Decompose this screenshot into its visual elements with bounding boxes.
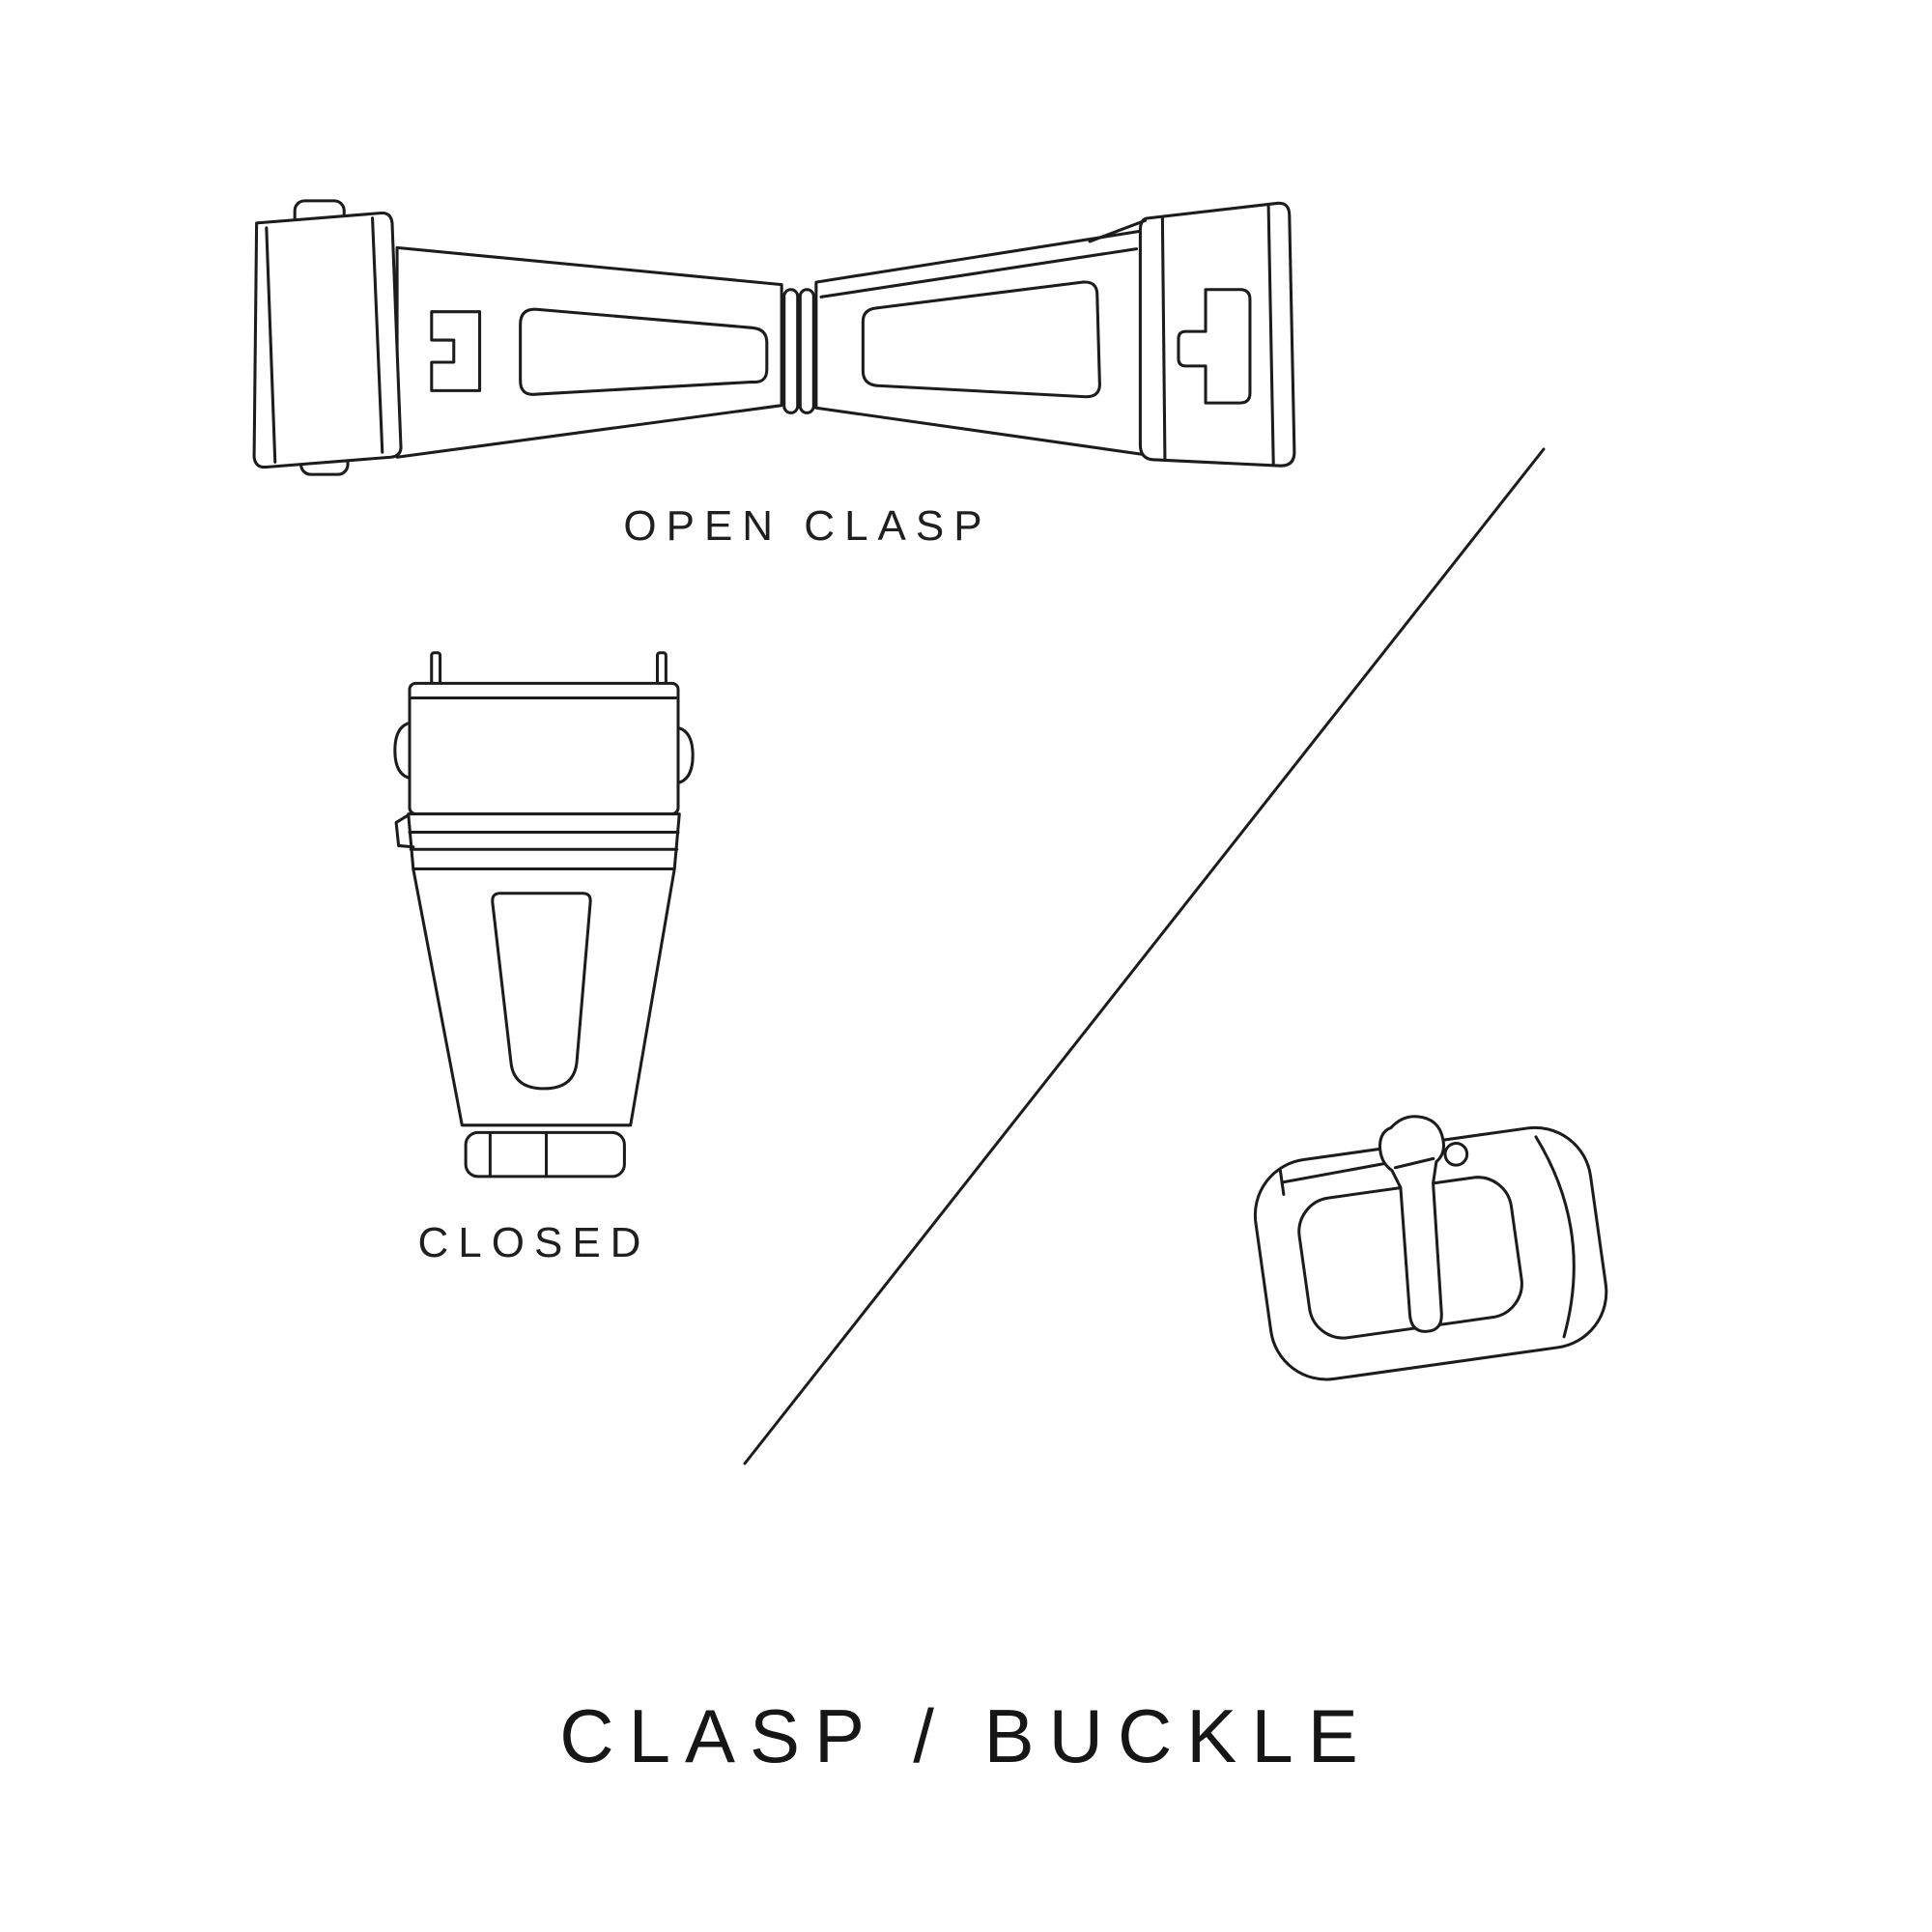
buckle-illustration bbox=[1253, 1115, 1608, 1381]
page-title: CLASP / BUCKLE bbox=[559, 1693, 1373, 1778]
open-clasp-right-hook bbox=[1177, 288, 1252, 405]
closed-clasp-top-box bbox=[408, 681, 680, 816]
open-clasp-label: OPEN CLASP bbox=[623, 502, 992, 550]
open-clasp-left-hook bbox=[430, 310, 482, 392]
closed-clasp-label: CLOSED bbox=[417, 1219, 651, 1266]
open-clasp-hinge bbox=[782, 288, 800, 414]
closed-clasp-body bbox=[412, 867, 676, 1127]
buckle-prong bbox=[1378, 1115, 1445, 1333]
open-clasp-right-blade bbox=[814, 228, 1148, 457]
open-clasp-left-end-piece bbox=[252, 211, 403, 469]
open-clasp-right-end-plate bbox=[1138, 201, 1296, 468]
closed-clasp-illustration bbox=[393, 651, 695, 1179]
buckle-pin-loop bbox=[1443, 1141, 1469, 1167]
open-clasp-illustration bbox=[252, 199, 1296, 476]
